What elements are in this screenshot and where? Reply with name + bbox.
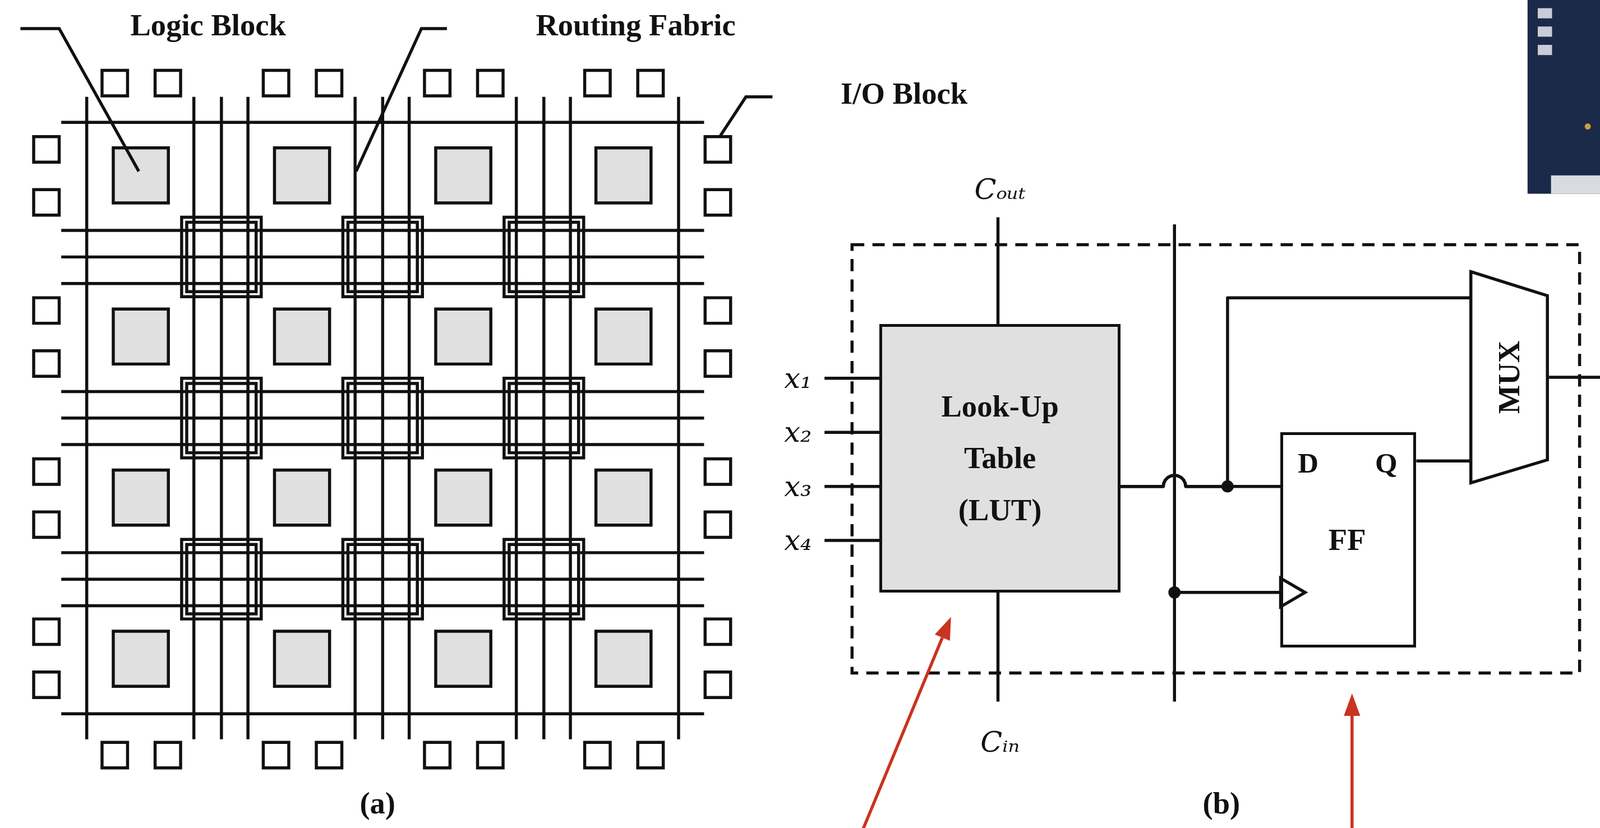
- panel-label: (b): [1202, 786, 1241, 822]
- signal-wire: [1416, 459, 1470, 463]
- block-title: Look-Up Table (LUT): [928, 380, 1072, 537]
- signal-wire: [1120, 297, 1470, 487]
- panel-label: (a): [359, 786, 396, 822]
- lut-box: Look-Up Table (LUT): [879, 324, 1120, 593]
- output-wire: [1548, 375, 1600, 379]
- signal-name: x₃: [784, 469, 812, 504]
- arrow-shaft: [861, 637, 943, 828]
- switch-boxes: [181, 217, 584, 620]
- part-label: Logic Block: [130, 7, 286, 44]
- arrow-head: [1343, 693, 1360, 717]
- block-title: FF: [1328, 522, 1367, 559]
- photo-detail: [1537, 26, 1552, 37]
- photo-detail: [1551, 175, 1600, 195]
- part-label: Routing Fabric: [535, 7, 736, 44]
- block-title: MUX: [1491, 340, 1528, 414]
- leader-line: [720, 97, 773, 136]
- signal-name: Cᵢₙ: [980, 726, 1020, 760]
- logic-blocks: [113, 148, 652, 687]
- clock-wire: [1173, 224, 1177, 702]
- routing-wires-vertical: [86, 97, 679, 740]
- leader-line: [20, 28, 139, 172]
- photo-detail: [1584, 123, 1592, 130]
- flip-flop-box: D Q FF: [1280, 432, 1417, 648]
- part-label: I/O Block: [840, 76, 968, 112]
- mux-shape: [1471, 271, 1548, 484]
- io-blocks: [33, 70, 731, 769]
- carry-in-wire: [996, 592, 1000, 703]
- arrow-head: [934, 616, 952, 642]
- junction-dot: [1168, 586, 1181, 599]
- pointer-arrow: [861, 616, 1360, 828]
- photo-ground: [1527, 0, 1600, 195]
- carry-out-wire: [996, 217, 1000, 325]
- mux-trapezoid: MUX: [1469, 270, 1549, 485]
- signal-name: x₄: [784, 524, 812, 558]
- photo-detail: [1537, 8, 1552, 19]
- signal-name: x₂: [784, 416, 812, 450]
- photo-detail: [1537, 44, 1552, 55]
- signal-name: x₁: [784, 362, 812, 396]
- leader-line: [356, 28, 447, 172]
- clock-symbol: [1280, 578, 1306, 607]
- input-wires: [824, 378, 880, 541]
- pin-name: Q: [1375, 446, 1398, 481]
- board-photo: [1527, 0, 1600, 195]
- logic-element-boundary: [851, 245, 1580, 674]
- signal-name: Cₒᵤₜ: [974, 173, 1026, 207]
- clock-branch-wire: [1174, 591, 1281, 594]
- pin-name: D: [1297, 446, 1319, 481]
- signal-wire: [1120, 475, 1281, 487]
- arrow-shaft: [1350, 713, 1354, 828]
